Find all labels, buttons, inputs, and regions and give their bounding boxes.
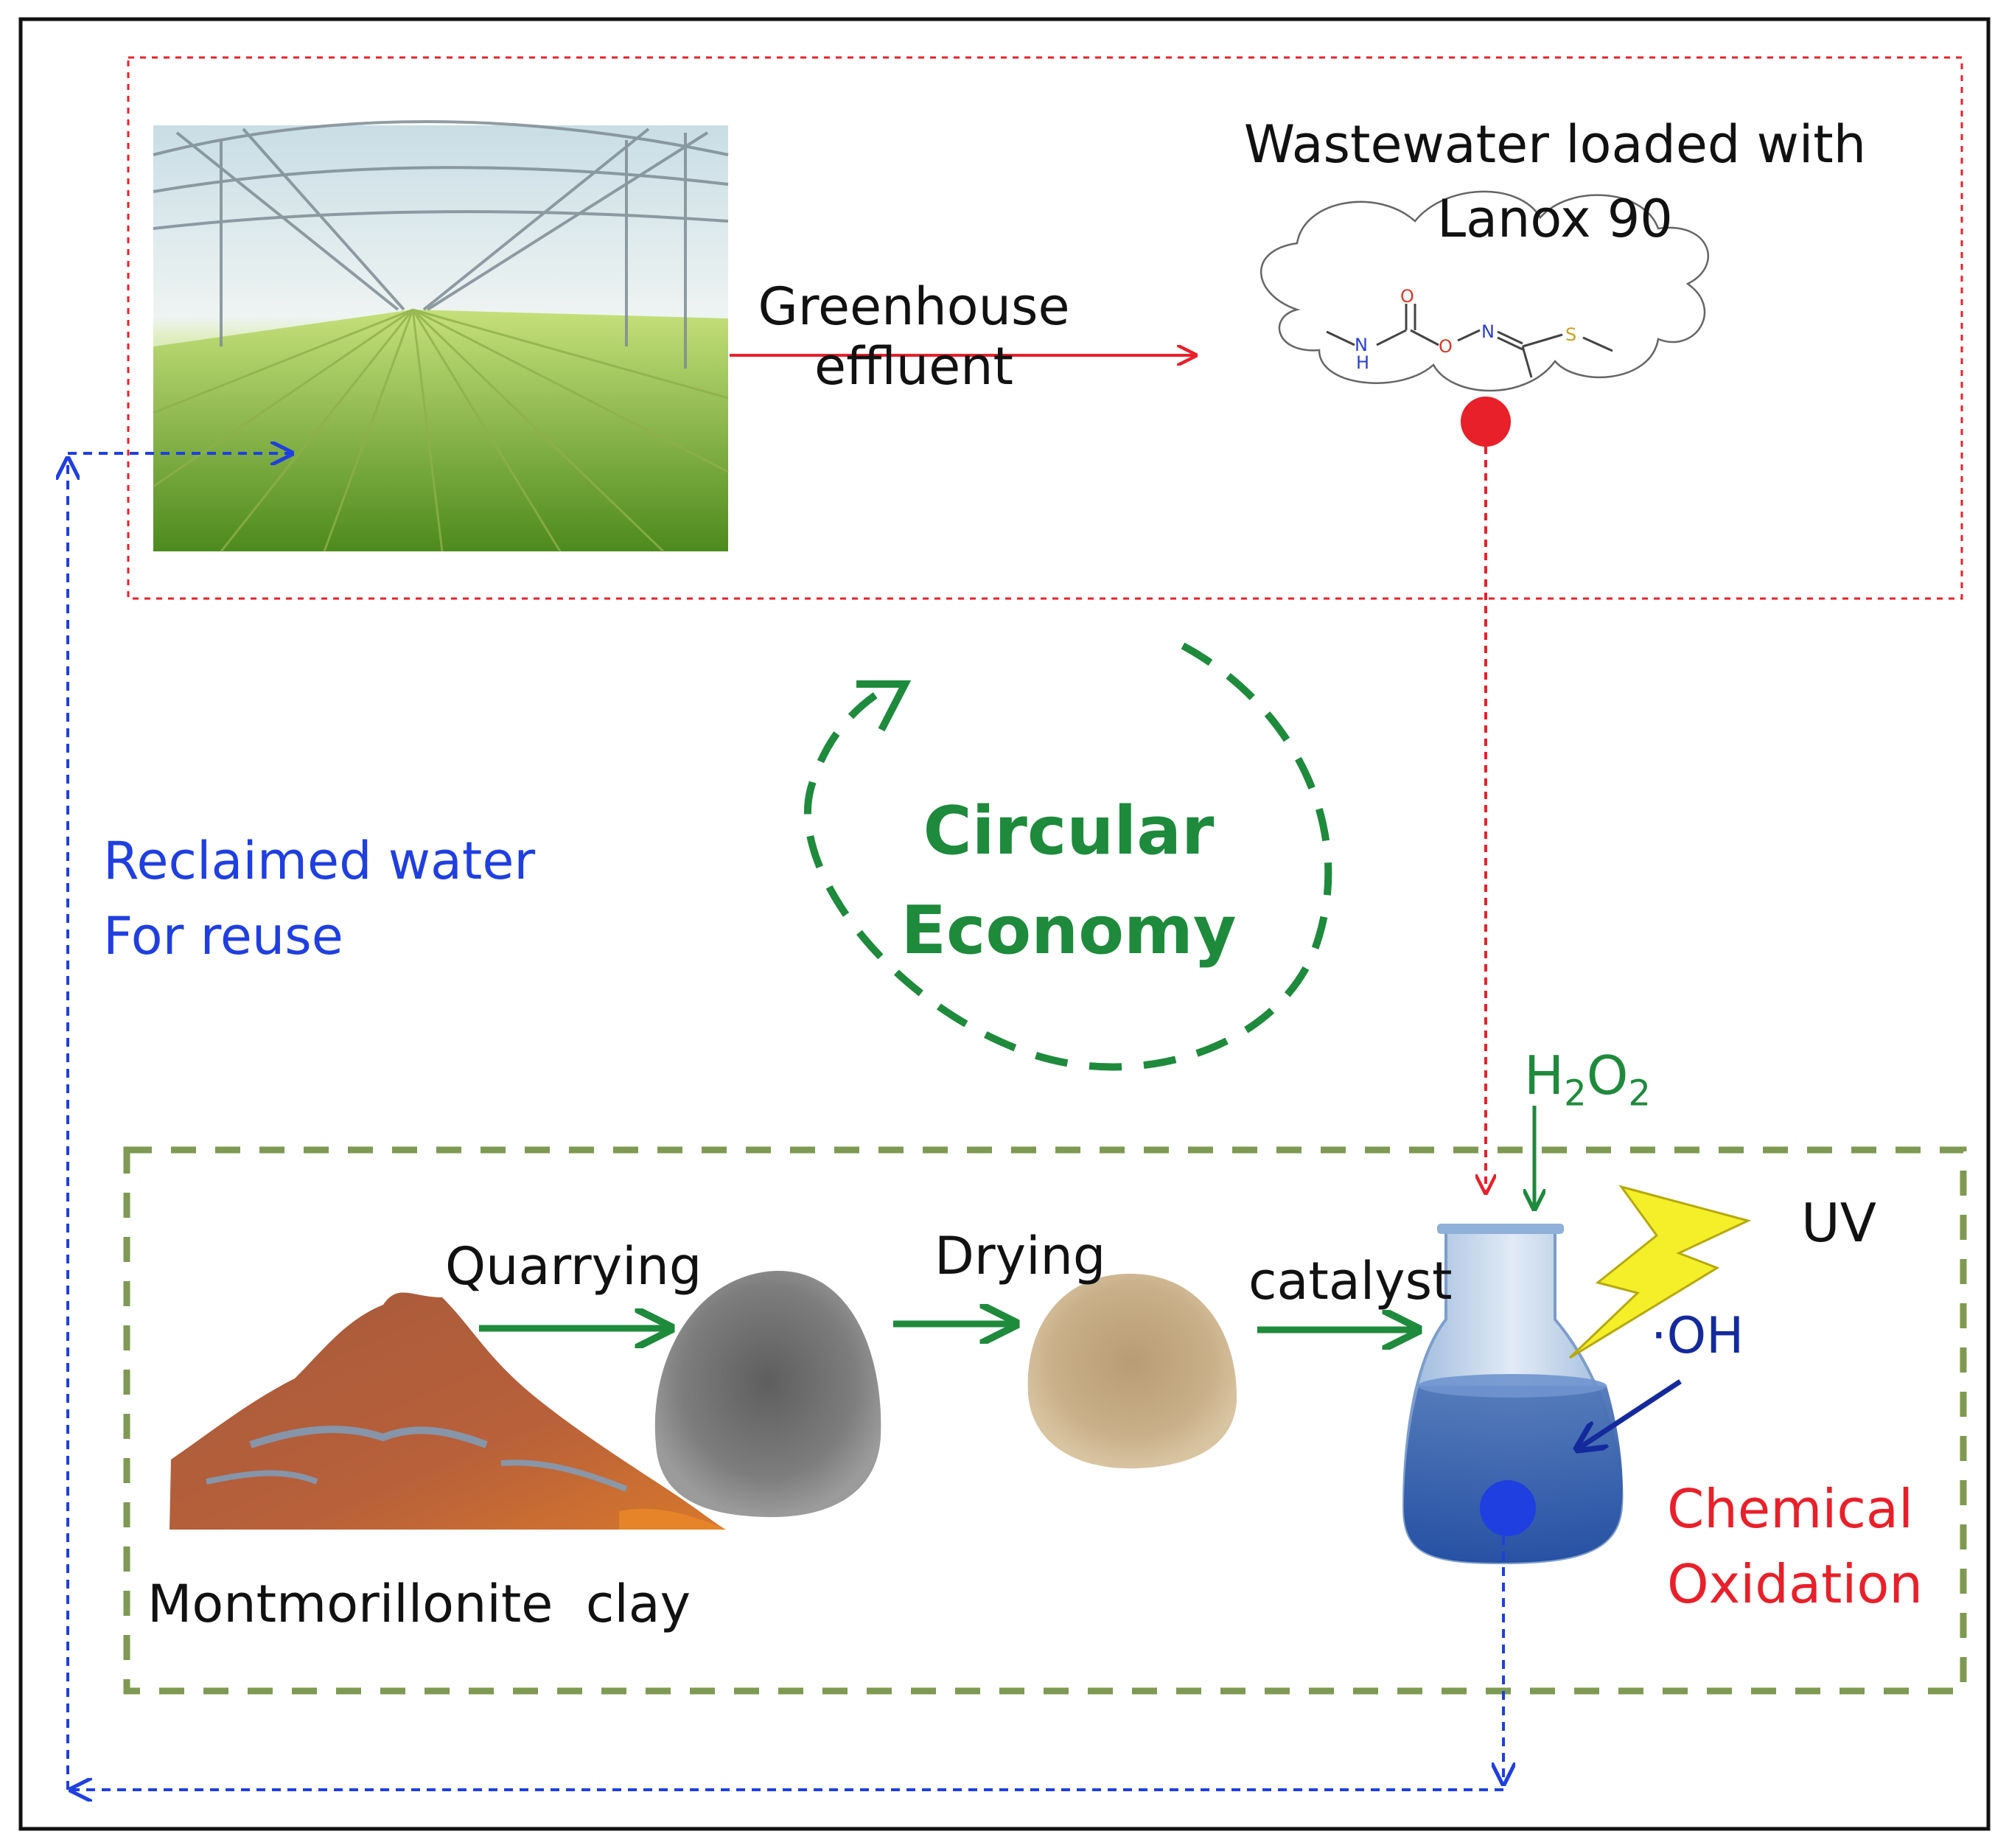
chemical-oxidation-label: Chemical Oxidation [1667, 1471, 1923, 1622]
dried-clay-powder [1027, 1273, 1237, 1469]
reclaimed-water-line2: For reuse [103, 905, 343, 966]
uv-label: UV [1801, 1192, 1876, 1254]
circular-economy-arrowhead [856, 680, 912, 732]
bottom-dashed-box [123, 1146, 1967, 1695]
atom-s: S [1565, 324, 1576, 345]
wastewater-cloud [1260, 190, 1709, 392]
wastewater-line2: Lanox 90 [1437, 188, 1673, 249]
atom-o-ester: O [1439, 336, 1453, 357]
reclaimed-water-label: Reclaimed water For reuse [103, 824, 535, 974]
chemical-oxidation-line2: Oxidation [1667, 1553, 1924, 1616]
circular-economy-line1: Circular [923, 792, 1215, 870]
greenhouse-effluent-line1: Greenhouse [758, 276, 1070, 337]
reclaimed-water-line1: Reclaimed water [103, 831, 536, 891]
greenhouse-effluent-label: Greenhouse effluent [744, 277, 1083, 396]
reaction-flask [1402, 1224, 1624, 1565]
outer-frame [18, 17, 1991, 1831]
circular-economy-title: Circular Economy [862, 781, 1275, 980]
atom-n2: N [1481, 321, 1495, 342]
h2o2-label: H2O2 [1524, 1045, 1651, 1115]
red-node [1461, 397, 1511, 447]
wastewater-label: Wastewater loaded with Lanox 90 [1194, 108, 1916, 257]
drying-label: Drying [934, 1226, 1106, 1286]
oh-arrow [1577, 1379, 1682, 1449]
greenhouse-effluent-line2: effluent [814, 335, 1013, 397]
lanox-molecule [1326, 304, 1613, 378]
blue-node [1480, 1480, 1536, 1536]
clay-mountain [170, 1292, 726, 1530]
atom-n1: N [1355, 335, 1368, 355]
atom-o-double: O [1400, 286, 1414, 307]
quarrying-label: Quarrying [445, 1236, 702, 1297]
montmorillonite-clay-label: Montmorillonite clay [147, 1574, 691, 1634]
h2o2-sub2: 2 [1628, 1073, 1651, 1115]
uv-lightning-icon [1568, 1185, 1752, 1359]
h2o2-sub1: 2 [1564, 1073, 1587, 1115]
wastewater-line1: Wastewater loaded with [1243, 114, 1867, 175]
h2o2-o: O [1586, 1045, 1629, 1106]
chemical-oxidation-line1: Chemical [1667, 1478, 1914, 1540]
circular-economy-loop [803, 642, 1332, 1071]
hydroxyl-radical-label: ·OH [1651, 1307, 1744, 1365]
circular-economy-line2: Economy [901, 892, 1237, 969]
top-dashed-box [127, 56, 1963, 600]
atom-h: H [1356, 352, 1369, 373]
catalyst-label: catalyst [1248, 1251, 1453, 1311]
h2o2-h: H [1524, 1045, 1565, 1106]
greenhouse-photo [153, 120, 729, 553]
raw-clay-powder [654, 1271, 881, 1518]
